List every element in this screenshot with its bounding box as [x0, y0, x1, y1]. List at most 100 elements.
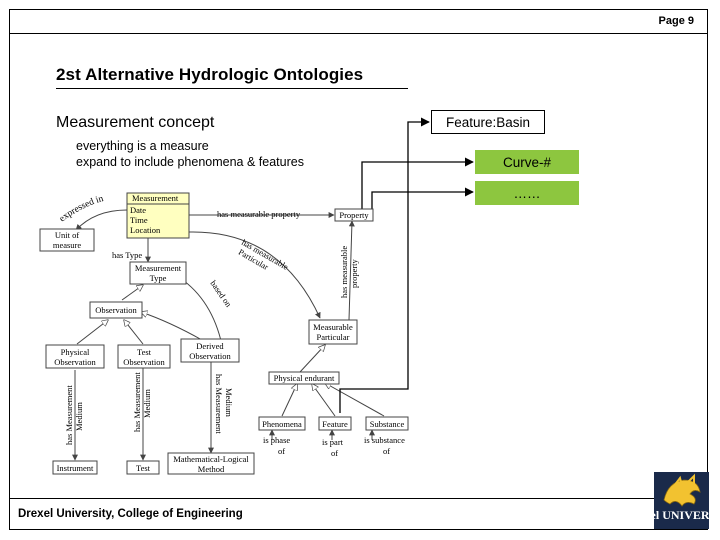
label-medium-2: has Measurement Medium — [132, 372, 152, 432]
node-observation: Observation — [89, 301, 143, 319]
label-has-measurable-property: has measurable property — [217, 209, 301, 219]
svg-text:has Measurement: has Measurement — [214, 374, 224, 434]
slide-title: 2st Alternative Hydrologic Ontologies — [56, 65, 364, 84]
label-medium-3: has Measurement Medium — [214, 374, 234, 434]
label-has-type: has Type — [112, 250, 142, 260]
node-measurement: Measurement Date Time Location — [126, 192, 190, 239]
svg-text:Observation: Observation — [54, 357, 96, 367]
slide-frame — [9, 9, 708, 530]
node-instrument: Instrument — [52, 460, 98, 475]
label-medium-1: has Measurement Medium — [64, 385, 84, 445]
edge-physobs-isa — [76, 320, 108, 345]
concept-heading: Measurement concept — [56, 114, 215, 131]
edge-expressed-in — [75, 209, 128, 231]
node-physical-observation: Physical Observation — [45, 344, 105, 369]
callout-curve: Curve-# — [475, 150, 579, 174]
svg-text:Substance: Substance — [370, 419, 405, 429]
svg-text:has Measurement: has Measurement — [64, 385, 74, 445]
svg-text:Particular: Particular — [316, 332, 349, 342]
svg-text:Date: Date — [130, 205, 146, 215]
edge-testobs-isa — [124, 320, 144, 345]
node-physical-endurant: Physical endurant — [268, 371, 340, 385]
footer-text: Drexel University, College of Engineerin… — [18, 508, 243, 520]
node-measurement-type: Measurement Type — [129, 261, 187, 285]
edge-particular-to-property — [348, 220, 355, 321]
svg-text:Derived: Derived — [196, 341, 224, 351]
node-math-method: Mathematical-Logical Method — [167, 452, 255, 475]
edge-phenomena-isa — [281, 384, 297, 417]
svg-text:Unit of: Unit of — [55, 230, 79, 240]
connector-curve — [361, 157, 474, 213]
edge-has-measurable-particular — [188, 231, 321, 319]
connector-basin — [339, 117, 430, 413]
node-derived-observation: Derived Observation — [180, 338, 240, 363]
label-is-phase-of: is phase of — [263, 435, 290, 456]
svg-text:property: property — [349, 258, 359, 288]
svg-text:Measurement: Measurement — [132, 193, 179, 203]
svg-text:Test: Test — [137, 347, 152, 357]
svg-text:has measurable: has measurable — [339, 246, 349, 298]
svg-text:Medium: Medium — [74, 402, 84, 431]
svg-text:has Measurement: has Measurement — [132, 372, 142, 432]
svg-text:Method: Method — [198, 464, 225, 474]
edge-derobs-isa — [141, 312, 203, 341]
svg-text:measure: measure — [53, 240, 82, 250]
label-expressed-in: expressed in — [58, 194, 105, 224]
svg-text:Time: Time — [130, 215, 148, 225]
svg-text:Type: Type — [150, 273, 167, 283]
svg-text:Property: Property — [339, 210, 369, 220]
svg-text:Measurement: Measurement — [135, 263, 182, 273]
drexel-logo: Drexel UNIVERSITY — [625, 472, 720, 529]
svg-text:of: of — [278, 446, 285, 456]
svg-text:of: of — [383, 446, 390, 456]
svg-text:Physical endurant: Physical endurant — [274, 373, 335, 383]
header-rule — [9, 33, 708, 34]
edge-substance-isa — [325, 383, 385, 417]
svg-text:Location: Location — [130, 225, 161, 235]
page-number: Page 9 — [658, 15, 694, 27]
label-is-substance-of: is substance of — [364, 435, 405, 456]
node-property: Property — [334, 208, 374, 222]
svg-text:based on: based on — [208, 278, 234, 309]
edge-feature-isa — [312, 384, 336, 417]
svg-text:of: of — [331, 448, 338, 458]
svg-text:is part: is part — [322, 437, 344, 447]
label-based-on: based on — [208, 278, 234, 309]
svg-text:is phase: is phase — [263, 435, 290, 445]
node-substance: Substance — [365, 416, 409, 431]
footer-rule — [9, 498, 708, 499]
svg-text:Mathematical-Logical: Mathematical-Logical — [173, 454, 249, 464]
svg-text:Medium: Medium — [142, 389, 152, 418]
svg-text:Measurable: Measurable — [313, 322, 353, 332]
node-test: Test — [126, 460, 160, 475]
node-test-observation: Test Observation — [117, 344, 171, 369]
callout-ellipsis: …… — [475, 181, 579, 205]
svg-text:Feature: Feature — [322, 419, 348, 429]
node-unit-of-measure: Unit of measure — [39, 228, 95, 252]
sub-line-2: expand to include phenomena & features — [76, 155, 304, 169]
title-underline — [56, 88, 408, 89]
svg-text:Physical: Physical — [61, 347, 90, 357]
svg-text:is substance: is substance — [364, 435, 405, 445]
dragon-icon: Drexel UNIVERSITY — [625, 473, 720, 522]
svg-text:Phenomena: Phenomena — [262, 419, 302, 429]
connector-dots — [371, 187, 474, 213]
callout-feature-basin: Feature:Basin — [431, 110, 545, 134]
label-is-part-of: is part of — [322, 437, 344, 458]
label-has-measurable-property-v: has measurable property — [339, 246, 359, 298]
node-measurable-particular: Measurable Particular — [308, 319, 358, 345]
sub-line-1: everything is a measure — [76, 139, 209, 153]
svg-text:Observation: Observation — [189, 351, 231, 361]
edge-physend-isa — [299, 345, 325, 373]
edge-obs-isa — [121, 285, 143, 301]
svg-text:Test: Test — [136, 463, 151, 473]
label-has-measurable-particular: has measurable Particular — [237, 237, 291, 272]
node-feature: Feature — [318, 416, 352, 431]
svg-text:Observation: Observation — [95, 305, 137, 315]
svg-text:Observation: Observation — [123, 357, 165, 367]
svg-text:Medium: Medium — [224, 388, 234, 417]
svg-text:Drexel UNIVERSITY: Drexel UNIVERSITY — [654, 508, 709, 522]
node-phenomena: Phenomena — [258, 416, 306, 431]
svg-text:Instrument: Instrument — [57, 463, 94, 473]
